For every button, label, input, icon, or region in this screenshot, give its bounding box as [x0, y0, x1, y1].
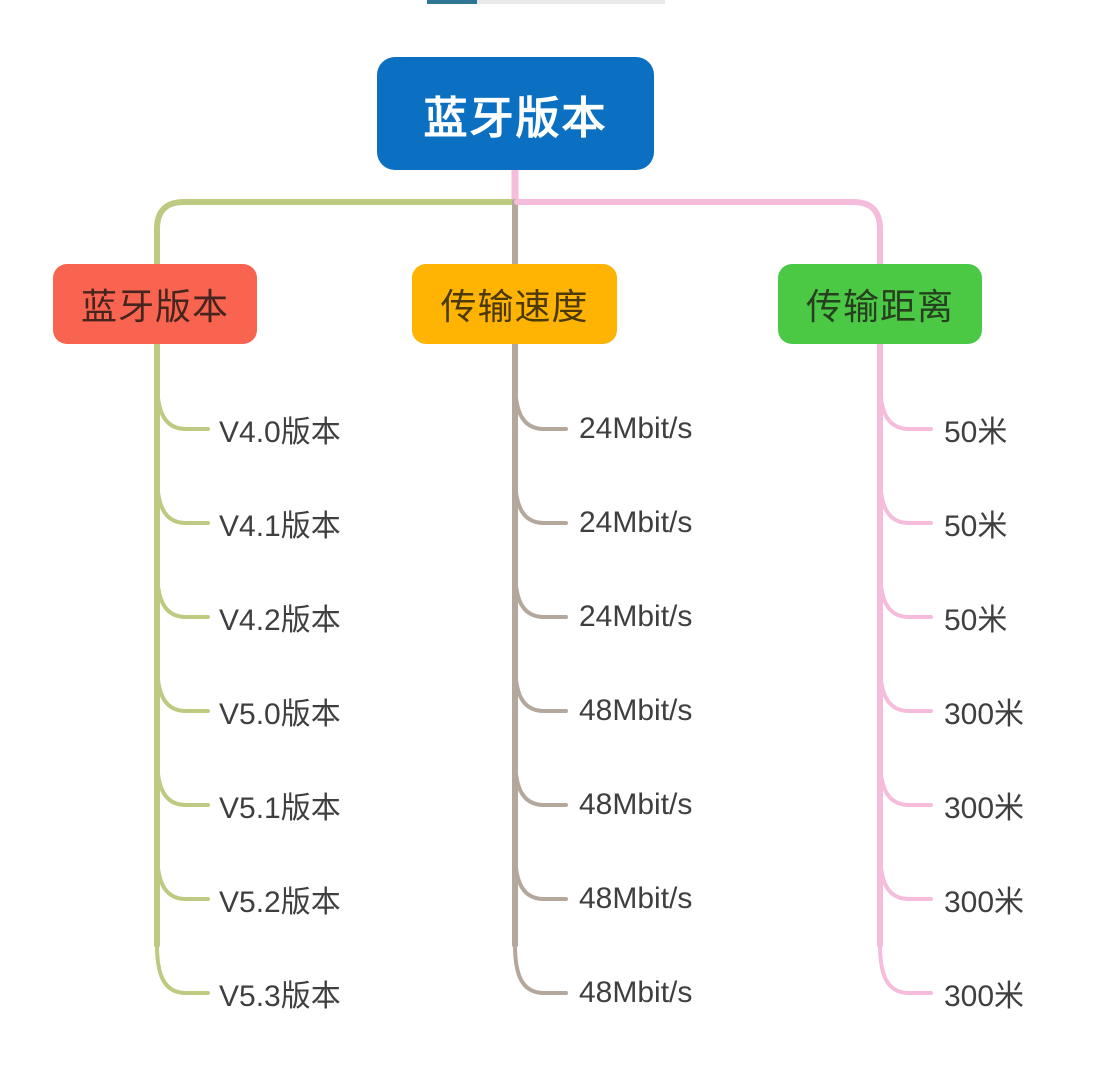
leaf-node[interactable]: 48Mbit/s: [579, 976, 693, 1009]
branch-node-version[interactable]: 蓝牙版本: [53, 264, 257, 344]
leaf-node[interactable]: V4.2版本: [219, 604, 341, 637]
leaf-node[interactable]: 48Mbit/s: [579, 882, 693, 915]
leaf-node[interactable]: V5.0版本: [219, 698, 341, 731]
leaf-node[interactable]: V5.1版本: [219, 792, 341, 825]
branch-node-speed[interactable]: 传输速度: [412, 264, 617, 344]
leaf-node[interactable]: 300米: [944, 980, 1025, 1013]
leaf-node[interactable]: V4.0版本: [219, 416, 341, 449]
branch-node-distance[interactable]: 传输距离: [778, 264, 982, 344]
leaf-node[interactable]: 48Mbit/s: [579, 694, 693, 727]
leaf-node[interactable]: V5.3版本: [219, 980, 341, 1013]
leaf-node[interactable]: 300米: [944, 698, 1025, 731]
leaf-node[interactable]: 50米: [944, 604, 1008, 637]
root-node[interactable]: 蓝牙版本: [377, 57, 654, 170]
leaf-node[interactable]: V4.1版本: [219, 510, 341, 543]
leaf-node[interactable]: 50米: [944, 416, 1008, 449]
branch-2-connectors: [514, 199, 933, 995]
branch-0-connectors: [154, 199, 516, 995]
top-bar-teal-segment: [427, 0, 477, 4]
leaf-node[interactable]: 50米: [944, 510, 1008, 543]
leaf-node[interactable]: 48Mbit/s: [579, 788, 693, 821]
leaf-node[interactable]: 24Mbit/s: [579, 412, 693, 445]
leaf-node[interactable]: 300米: [944, 792, 1025, 825]
leaf-node[interactable]: 24Mbit/s: [579, 600, 693, 633]
leaf-node[interactable]: V5.2版本: [219, 886, 341, 919]
top-bar-gray-segment: [477, 0, 665, 4]
leaf-node[interactable]: 300米: [944, 886, 1025, 919]
leaf-node[interactable]: 24Mbit/s: [579, 506, 693, 539]
